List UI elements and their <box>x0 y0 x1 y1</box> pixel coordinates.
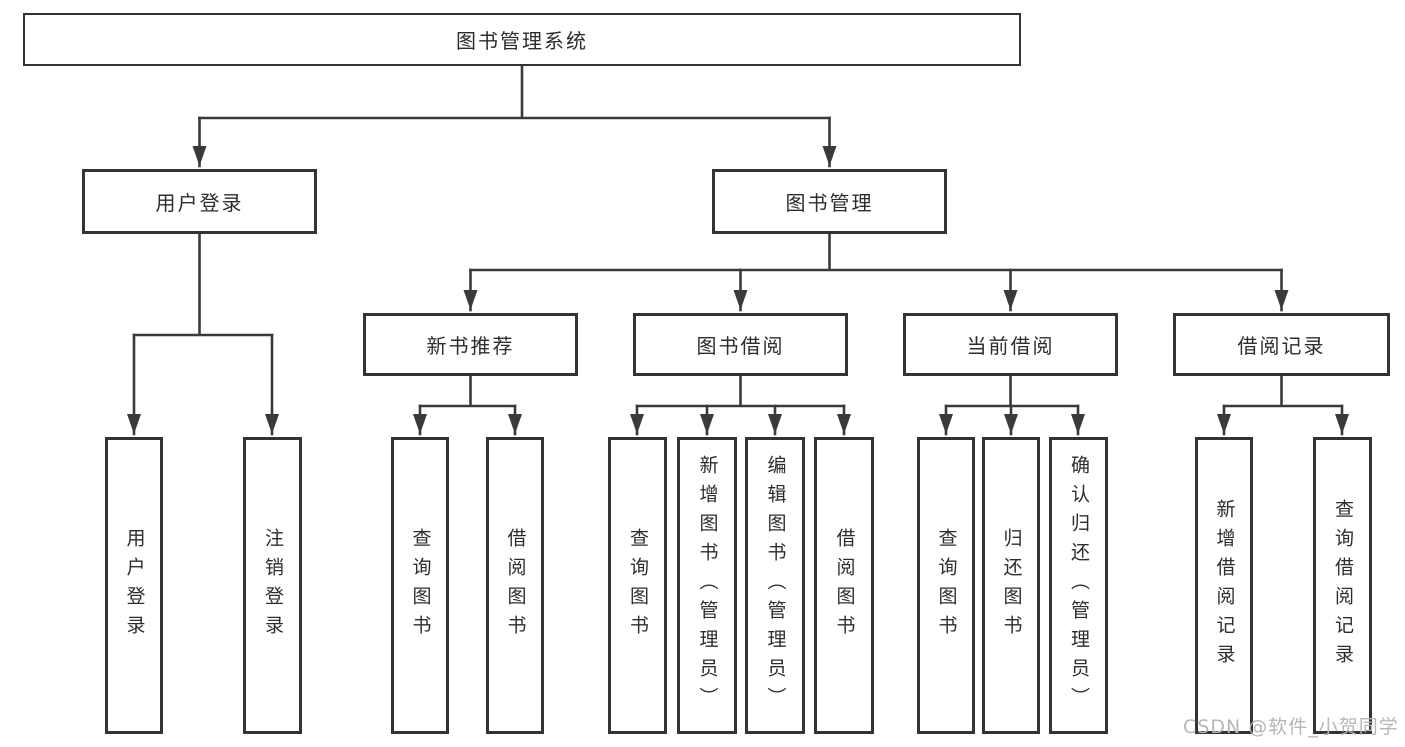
leaf-query-borrow-record: 查询借阅记录 <box>1313 437 1372 734</box>
node-label: 注销登录 <box>262 527 284 644</box>
node-borrowing-records: 借阅记录 <box>1173 313 1390 376</box>
leaf-edit-books-admin: 编辑图书（管理员） <box>745 437 805 734</box>
node-label: 查询图书 <box>409 527 432 644</box>
leaf-logout: 注销登录 <box>243 437 302 734</box>
leaf-return-books: 归还图书 <box>982 437 1040 734</box>
node-label: 图书管理系统 <box>456 29 588 53</box>
node-label: 借阅图书 <box>504 527 527 644</box>
node-label: 当前借阅 <box>966 334 1055 358</box>
node-library-management-system: 图书管理系统 <box>23 13 1021 66</box>
node-new-book-recommendation: 新书推荐 <box>363 313 578 376</box>
node-label: 查询借阅记录 <box>1332 498 1354 673</box>
leaf-confirm-return-admin: 确认归还（管理员） <box>1049 437 1108 734</box>
node-label: 确认归还（管理员） <box>1068 455 1090 716</box>
leaf-user-login: 用户登录 <box>105 437 163 734</box>
node-label: 查询图书 <box>935 527 958 644</box>
leaf-query-books-borrow: 查询图书 <box>608 437 667 734</box>
leaf-add-borrow-record: 新增借阅记录 <box>1195 437 1253 734</box>
node-label: 图书管理 <box>785 191 874 215</box>
leaf-query-books-current: 查询图书 <box>917 437 975 734</box>
node-label: 编辑图书（管理员） <box>764 455 787 716</box>
node-label: 用户登录 <box>123 527 146 644</box>
node-book-borrowing: 图书借阅 <box>633 313 848 376</box>
leaf-query-books-recommend: 查询图书 <box>391 437 449 734</box>
node-label: 新增图书（管理员） <box>696 455 719 716</box>
node-current-borrowing: 当前借阅 <box>903 313 1118 376</box>
leaf-borrow-books-recommend: 借阅图书 <box>486 437 544 734</box>
node-label: 借阅记录 <box>1237 334 1326 358</box>
node-label: 借阅图书 <box>833 527 856 644</box>
node-label: 新书推荐 <box>426 334 515 358</box>
leaf-borrow-books: 借阅图书 <box>814 437 874 734</box>
node-label: 用户登录 <box>155 191 244 215</box>
node-label: 查询图书 <box>627 527 649 644</box>
node-user-login: 用户登录 <box>82 169 317 234</box>
leaf-add-books-admin: 新增图书（管理员） <box>677 437 737 734</box>
csdn-watermark: CSDN @软件_小贺同学 <box>1183 716 1399 738</box>
node-book-management: 图书管理 <box>712 169 947 234</box>
node-label: 归还图书 <box>1000 527 1023 644</box>
node-label: 新增借阅记录 <box>1213 498 1236 673</box>
node-label: 图书借阅 <box>696 334 785 358</box>
